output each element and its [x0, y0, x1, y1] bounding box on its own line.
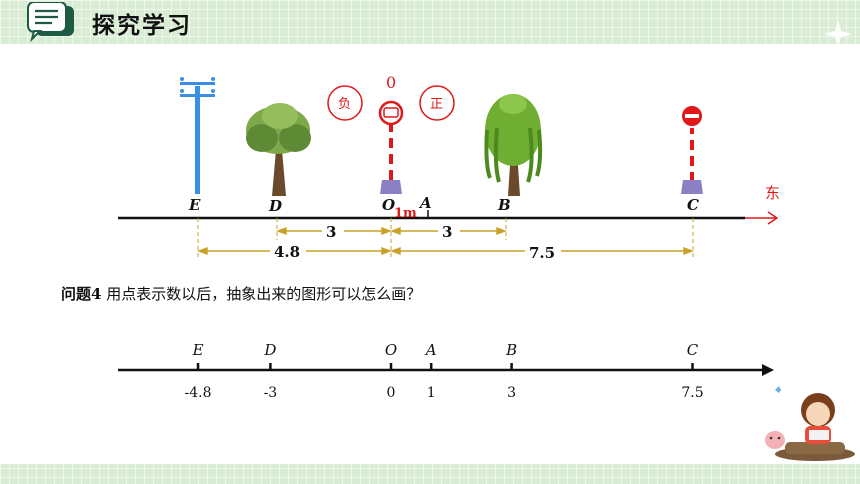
- point-label-B: B: [505, 341, 517, 359]
- unit-label: 1m: [394, 206, 417, 221]
- tick-label-O: 0: [387, 385, 396, 401]
- tick-label-B: 3: [507, 385, 516, 401]
- distance-EO: 4.8: [274, 243, 300, 261]
- bus-stop-sign-icon: [378, 100, 404, 194]
- question-body: 用点表示数以后，抽象出来的图形可以怎么画？: [101, 285, 422, 303]
- number-line-arrowhead: [762, 364, 774, 376]
- scene-point-D: D: [268, 197, 282, 215]
- tick-label-E: -4.8: [185, 385, 212, 401]
- tick-label-C: 7.5: [681, 385, 703, 401]
- page-title: 探究学习: [92, 13, 192, 39]
- sparkle-icon: [824, 20, 852, 48]
- chat-bubble-icon: [27, 2, 74, 42]
- scene-point-B: B: [497, 196, 511, 214]
- positive-circle: [419, 85, 455, 121]
- point-label-A: A: [424, 341, 437, 359]
- question-text: 问题4 用点表示数以后，抽象出来的图形可以怎么画？: [61, 283, 421, 304]
- zero-label: 0: [386, 73, 396, 92]
- negative-label: 负: [338, 97, 351, 112]
- no-entry-sign-icon: [680, 104, 704, 194]
- point-label-E: E: [192, 341, 204, 359]
- scene-point-C: C: [687, 196, 699, 214]
- direction-label: 东: [765, 184, 780, 202]
- girl-reading-illustration: [765, 386, 855, 461]
- tick-label-D: -3: [264, 385, 278, 401]
- scene-point-O: O: [382, 196, 395, 214]
- positive-label: 正: [430, 97, 443, 112]
- question-prefix: 问题4: [61, 285, 102, 303]
- point-label-C: C: [687, 341, 699, 359]
- east-arrowhead: [767, 211, 779, 225]
- point-label-O: O: [385, 341, 397, 359]
- scene-point-E: E: [188, 196, 201, 214]
- point-label-D: D: [263, 341, 276, 359]
- guide-lines: [197, 218, 694, 258]
- scene-point-A: A: [418, 194, 432, 212]
- utility-pole-icon: [180, 77, 215, 194]
- tree-icon: [246, 103, 311, 196]
- willow-tree-icon: [484, 94, 543, 196]
- tick-label-A: 1: [427, 385, 436, 401]
- distance-DO: 3: [326, 223, 336, 241]
- distance-OC: 7.5: [529, 244, 555, 262]
- distance-OB: 3: [442, 223, 452, 241]
- number-line: E -4.8 D -3 O 0 A 1 B 3 C 7.5: [118, 341, 774, 401]
- negative-circle: [327, 85, 363, 121]
